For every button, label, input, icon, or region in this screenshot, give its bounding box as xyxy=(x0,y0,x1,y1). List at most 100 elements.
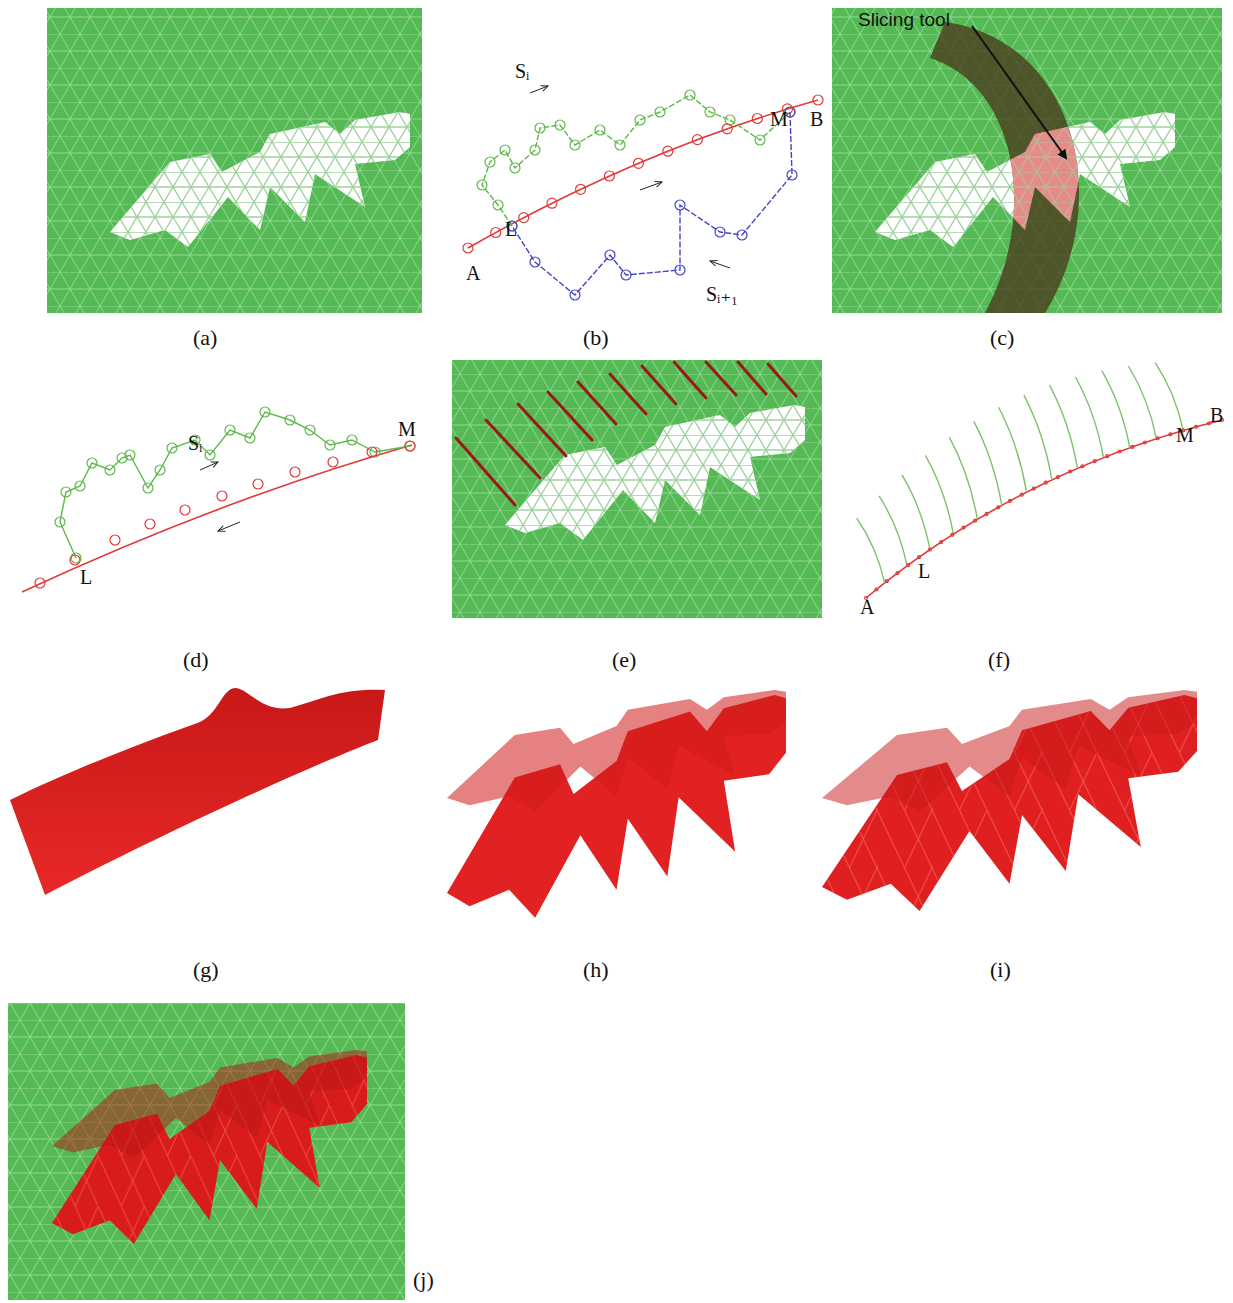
vertex-dot xyxy=(205,450,215,460)
vertex-dot xyxy=(1044,481,1047,484)
vertex-dot xyxy=(105,465,115,475)
vertex-dot xyxy=(737,230,747,240)
vertex-dot xyxy=(61,487,71,497)
vertex-dot xyxy=(896,572,899,575)
vertex-dot xyxy=(500,145,510,155)
vertex-dot xyxy=(167,443,177,453)
vertex-dot xyxy=(962,526,965,529)
vertex-dot xyxy=(328,457,338,467)
vertex-dot xyxy=(290,467,300,477)
vertex-dot xyxy=(974,519,977,522)
vertex-dot xyxy=(225,425,235,435)
vertex-dot xyxy=(405,441,415,451)
vertex-dot xyxy=(535,123,545,133)
vertex-dot xyxy=(705,107,715,117)
point-label: A xyxy=(466,262,480,284)
vertex-dot xyxy=(1081,465,1084,468)
vertex-dot xyxy=(367,447,377,457)
vertex-dot xyxy=(1032,487,1035,490)
slice-stroke xyxy=(925,455,953,534)
vertex-dot xyxy=(1156,437,1159,440)
panel-label: (h) xyxy=(583,958,609,982)
vertex-dot xyxy=(75,481,85,491)
vertex-dot xyxy=(405,441,415,451)
vertex-dot xyxy=(1009,499,1012,502)
vertex-dot xyxy=(260,407,270,417)
point-label: L xyxy=(505,218,517,240)
vertex-dot xyxy=(907,564,910,567)
vertex-dot xyxy=(576,184,586,194)
point-label: B xyxy=(1210,404,1223,426)
slice-stroke xyxy=(1050,385,1078,468)
vertex-dot xyxy=(675,265,685,275)
vertex-dot xyxy=(635,115,645,125)
vertex-dot xyxy=(997,506,1000,509)
point-label: M xyxy=(1176,424,1194,446)
panel-label: (c) xyxy=(990,326,1014,350)
vertex-dot xyxy=(125,450,135,460)
panel-label: (a) xyxy=(193,326,217,350)
slice-stroke xyxy=(1102,371,1130,448)
vertex-dot xyxy=(547,198,557,208)
point-label: M xyxy=(398,418,416,440)
vertex-dot xyxy=(692,135,702,145)
vertex-dot xyxy=(145,519,155,529)
vertex-dot xyxy=(715,227,725,237)
vertex-dot xyxy=(1069,470,1072,473)
vertex-dot xyxy=(951,533,954,536)
point-label: L xyxy=(80,566,92,588)
vertex-dot xyxy=(1020,493,1023,496)
vertex-dot xyxy=(491,228,501,238)
vertex-dot xyxy=(929,548,932,551)
vertex-dot xyxy=(722,124,732,134)
vertex-dot xyxy=(1093,460,1096,463)
vertex-dot xyxy=(752,114,762,124)
vertex-dot xyxy=(555,120,565,130)
vertex-dot xyxy=(663,146,673,156)
vertex-dot xyxy=(510,163,520,173)
vertex-dot xyxy=(813,95,823,105)
vertex-dot xyxy=(155,465,165,475)
point-label: B xyxy=(810,108,823,130)
vertex-dot xyxy=(1131,445,1134,448)
vertex-dot xyxy=(1143,441,1146,444)
vertex-dot xyxy=(1118,450,1121,453)
vertex-dot xyxy=(245,433,255,443)
vertex-dot xyxy=(110,535,120,545)
slice-stroke xyxy=(949,437,977,519)
slice-stroke xyxy=(857,518,885,583)
slice-stroke xyxy=(902,475,930,550)
vertex-dot xyxy=(35,578,45,588)
vertex-dot xyxy=(755,135,765,145)
vertex-dot xyxy=(885,580,888,583)
vertex-dot xyxy=(1195,425,1198,428)
point-label: Sᵢ₊₁ xyxy=(706,283,738,305)
slice-stroke xyxy=(879,496,907,566)
slice-stroke xyxy=(1024,395,1052,480)
panel-label: (j) xyxy=(413,1268,434,1292)
vertex-dot xyxy=(940,541,943,544)
panel-label: (i) xyxy=(990,958,1011,982)
vertex-dot xyxy=(655,107,665,117)
vertex-dot xyxy=(1169,433,1172,436)
vertex-dot xyxy=(530,257,540,267)
vertex-dot xyxy=(70,555,80,565)
vertex-dot xyxy=(985,512,988,515)
vertex-dot xyxy=(875,588,878,591)
point-label: Sᵢ xyxy=(188,432,202,454)
vertex-dot xyxy=(685,90,695,100)
vertex-dot xyxy=(675,200,685,210)
vertex-dot xyxy=(615,140,625,150)
vertex-dot xyxy=(918,556,921,559)
slice-stroke xyxy=(974,421,1002,505)
vertex-dot xyxy=(55,517,65,527)
vertex-dot xyxy=(180,505,190,515)
slice-stroke xyxy=(999,407,1027,492)
vertex-dot xyxy=(530,145,540,155)
panel-label: (d) xyxy=(183,648,209,672)
vertex-dot xyxy=(605,250,615,260)
vertex-dot xyxy=(634,158,644,168)
vertex-dot xyxy=(604,171,614,181)
vertex-dot xyxy=(217,491,227,501)
vertex-dot xyxy=(143,483,153,493)
